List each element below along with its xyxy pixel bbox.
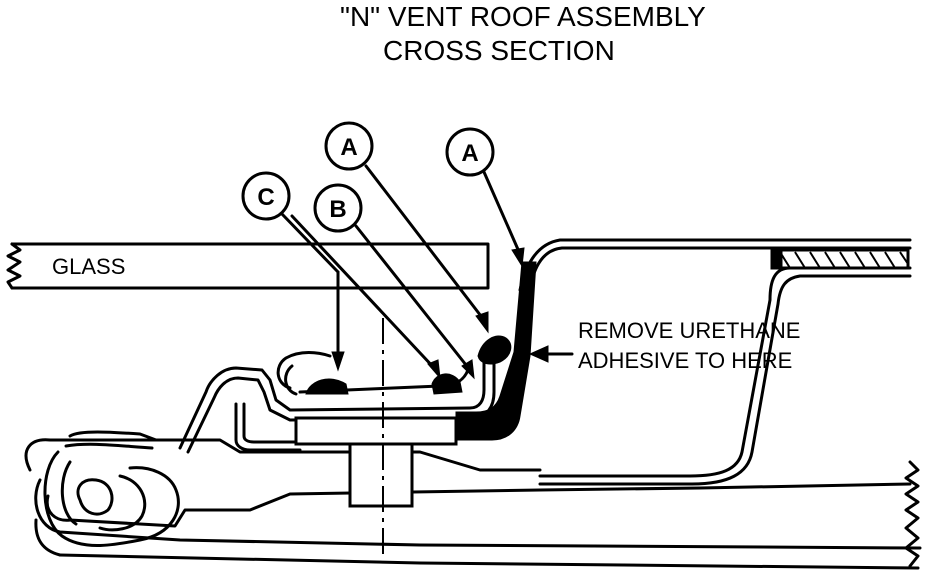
callout-a-right-letter: A [461,140,478,167]
callout-c: C [241,171,345,372]
glass-label: GLASS [52,254,125,279]
remove-urethane-arrow [528,345,574,363]
urethane-adhesive [455,261,537,441]
diagram-title-line2: CROSS SECTION [383,35,615,66]
note-line2: ADHESIVE TO HERE [578,348,792,373]
note-line1: REMOVE URETHANE [578,318,800,343]
diagram-title-line1: "N" VENT ROOF ASSEMBLY [340,1,706,32]
glass-panel [6,242,490,290]
callout-a-right: A [445,127,525,268]
callout-a-left-letter: A [340,134,357,161]
callout-c-letter: C [257,184,274,211]
weatherstrip-seal [43,430,180,547]
headliner-panel [24,438,922,570]
bracket-bolt [294,368,470,508]
callout-b-letter: B [329,196,346,223]
callout-b: B [290,183,475,380]
frame-channel [178,351,496,454]
callout-a-left: A [324,121,489,334]
